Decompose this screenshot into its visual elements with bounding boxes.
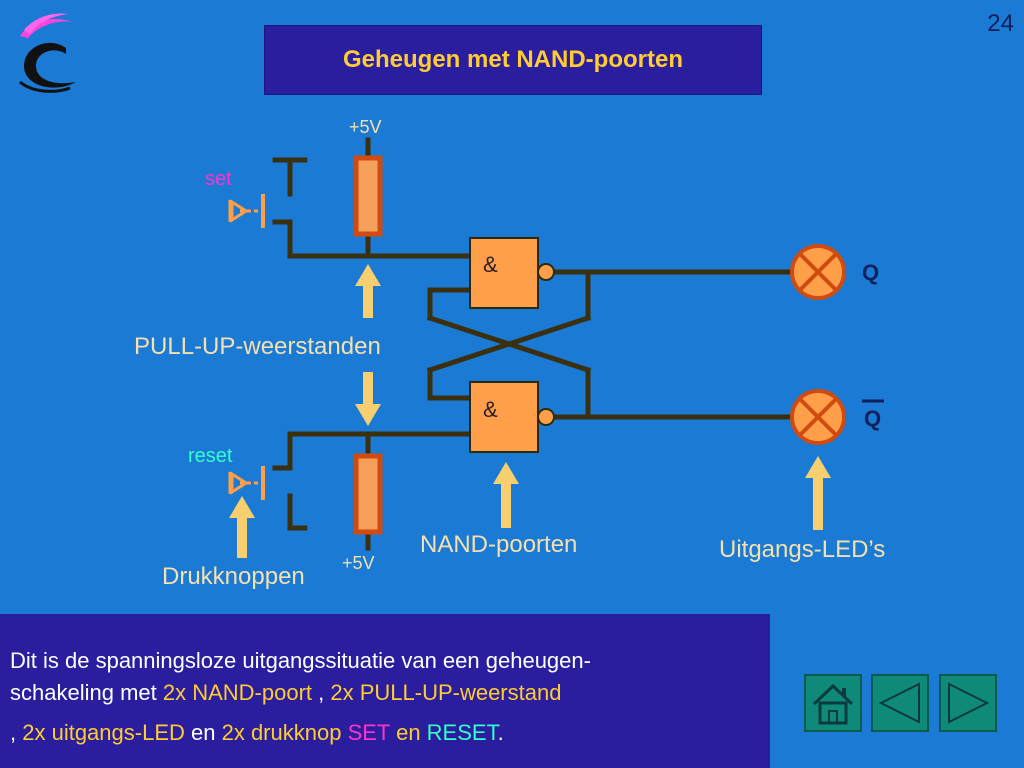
- info-text: ,: [312, 680, 331, 705]
- output-q-label: Q: [862, 260, 880, 285]
- button-caption: Drukknoppen: [162, 563, 305, 590]
- nand-gate-2: [469, 381, 539, 453]
- pullup-resistor-top: [353, 155, 383, 237]
- logo-c-icon: [19, 13, 76, 93]
- gate1-symbol: &: [483, 252, 498, 277]
- supply-top-label: +5V: [349, 117, 382, 137]
- title-box: Geheugen met NAND-poorten: [264, 25, 762, 95]
- info-highlight-led: 2x uitgangs-LED: [22, 720, 185, 745]
- arrow-up-pullup: [355, 264, 381, 318]
- supply-bottom-label: +5V: [342, 553, 375, 573]
- info-text: .: [497, 720, 504, 745]
- reset-label: reset: [188, 445, 233, 467]
- pullup-resistor-bottom: [353, 453, 383, 535]
- info-box: Dit is de spanningsloze uitgangssituatie…: [0, 614, 770, 768]
- info-highlight-button: 2x drukknop: [221, 720, 342, 745]
- info-text: schakeling met: [10, 680, 163, 705]
- arrow-up-button: [229, 496, 255, 558]
- pullup-caption: PULL-UP-weerstanden: [134, 333, 381, 360]
- set-pushbutton: [228, 194, 265, 228]
- nand-gate-1: [469, 237, 539, 309]
- gate2-symbol: &: [483, 397, 498, 422]
- home-button[interactable]: [804, 674, 862, 732]
- nand-gate-2-bubble: [537, 408, 555, 426]
- arrow-down-pullup: [355, 372, 381, 426]
- info-line-2: schakeling met 2x NAND-poort , 2x PULL-U…: [10, 680, 561, 706]
- previous-button[interactable]: [871, 674, 929, 732]
- arrow-up-led: [805, 456, 831, 530]
- nand-gate-1-bubble: [537, 263, 555, 281]
- home-icon: [812, 683, 854, 725]
- page-title: Geheugen met NAND-poorten: [342, 46, 683, 73]
- triangle-right-icon: [948, 682, 990, 724]
- info-highlight-nand: 2x NAND-poort: [162, 680, 313, 705]
- info-highlight-set: SET: [341, 720, 390, 745]
- triangle-left-icon: [878, 682, 920, 724]
- circuit-diagram: [228, 137, 884, 558]
- info-text: ,: [10, 720, 23, 745]
- info-line-1: Dit is de spanningsloze uitgangssituatie…: [10, 648, 591, 673]
- led-q-bar: [790, 389, 846, 445]
- led-q: [790, 244, 846, 300]
- nand-caption: NAND-poorten: [420, 531, 578, 558]
- arrow-up-nand: [493, 462, 519, 528]
- output-q-bar-label: Q: [864, 406, 882, 431]
- reset-pushbutton: [228, 466, 265, 500]
- set-label: set: [205, 168, 232, 190]
- info-text: en: [389, 720, 427, 745]
- info-highlight-reset: RESET: [426, 720, 498, 745]
- info-highlight-pullup: 2x PULL-UP-weerstand: [330, 680, 562, 705]
- next-button[interactable]: [939, 674, 997, 732]
- info-text: en: [184, 720, 222, 745]
- led-caption: Uitgangs-LED’s: [719, 536, 886, 563]
- page-number: 24: [987, 10, 1014, 37]
- info-line-3: , 2x uitgangs-LED en 2x drukknop SET en …: [10, 720, 504, 746]
